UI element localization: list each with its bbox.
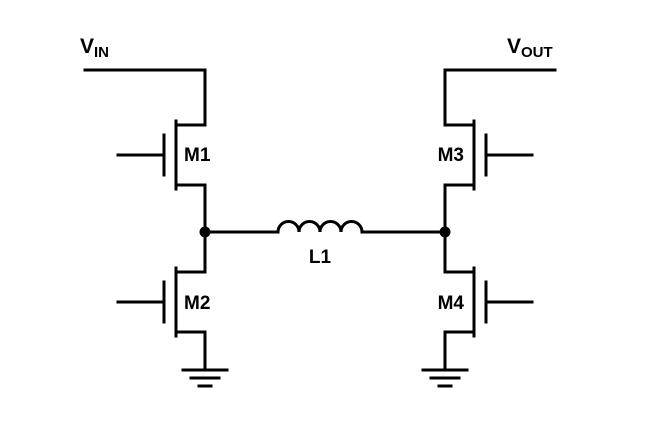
mosfet-m3 [443,119,534,191]
schematic-strokes [83,68,557,388]
vin-label: VIN [80,35,109,61]
vin-base: V [80,35,94,58]
m1-label: M1 [184,145,211,166]
inductor-l1 [276,220,364,234]
node-dot-left [199,226,211,238]
ground-symbol-right [421,368,469,388]
vin-wire [83,68,207,127]
vout-base: V [507,35,521,58]
vin-subscript: IN [94,44,109,61]
node-dot-right [439,226,451,238]
mosfet-m1 [116,119,207,191]
vout-wire [443,68,557,127]
m2-label: M2 [184,293,210,314]
vout-subscript: OUT [521,44,553,61]
vout-label: VOUT [507,35,553,61]
mosfet-m2 [116,266,207,338]
m4-label: M4 [438,293,465,314]
ground-symbol-left [181,368,229,388]
l1-label: L1 [309,247,332,268]
mosfet-m4 [443,266,534,338]
m3-label: M3 [438,145,464,166]
